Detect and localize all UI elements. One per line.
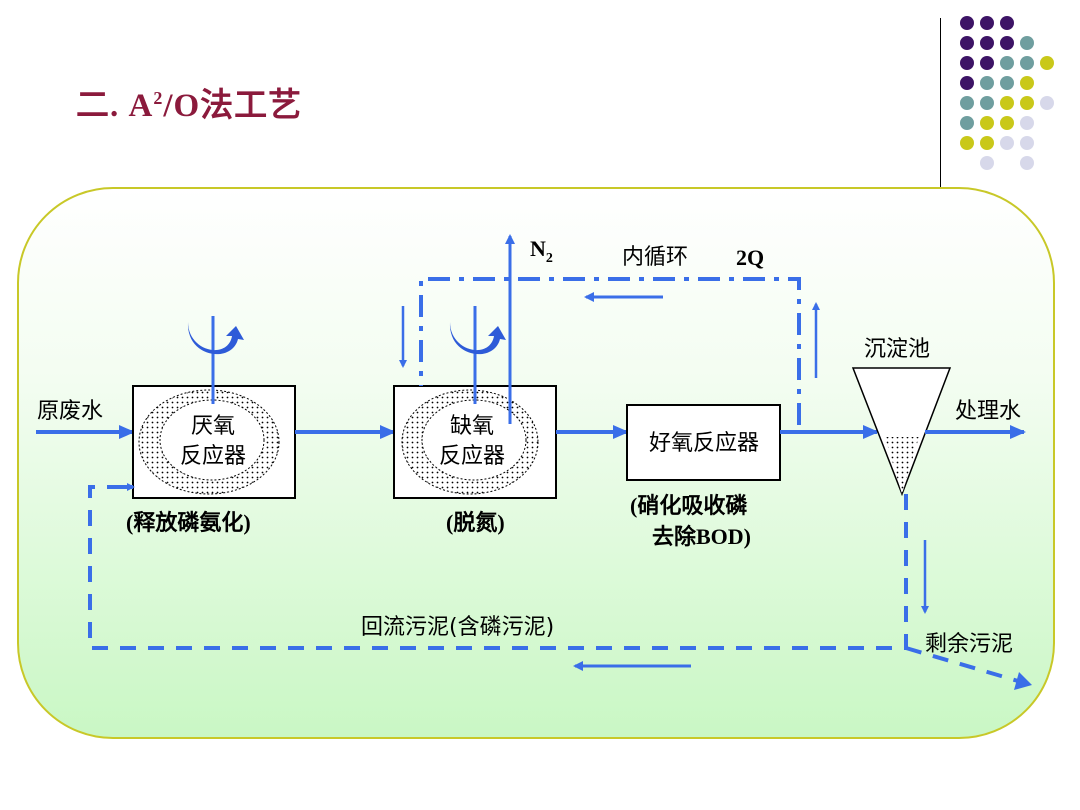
mixer-icon [187, 316, 244, 404]
decorative-dot [1000, 56, 1014, 70]
raw-water-label: 原废水 [37, 399, 103, 424]
decorative-dot [980, 96, 994, 110]
anaerobic-label-line2: 反应器 [180, 444, 246, 469]
anaerobic-caption: (释放磷氨化) [126, 510, 251, 535]
decorative-dot [980, 156, 994, 170]
decorative-dot [960, 116, 974, 130]
excess-sludge-line [905, 646, 1019, 683]
decorative-dot [960, 16, 974, 30]
decorative-dot [980, 56, 994, 70]
aerobic-reactor: 好氧反应器 [626, 404, 781, 481]
decorative-dot [960, 136, 974, 150]
anoxic-label-line2: 反应器 [439, 444, 505, 469]
internal-recycle-label: 内循环 [622, 245, 688, 270]
internal-recycle-line [419, 277, 801, 425]
decorative-dot [960, 96, 974, 110]
decorative-dot [1000, 36, 1014, 50]
decorative-dot [960, 76, 974, 90]
aerobic-label: 好氧反应器 [649, 431, 759, 456]
decorative-dot [960, 36, 974, 50]
decorative-dot-grid [960, 16, 1060, 176]
internal-recycle-rate: 2Q [736, 245, 764, 270]
mixer-icon [449, 306, 506, 404]
decorative-dot [980, 16, 994, 30]
title-suffix: /O法工艺 [163, 88, 303, 124]
decorative-dot [1000, 116, 1014, 130]
decorative-dot [1000, 136, 1014, 150]
decorative-dot [1020, 76, 1034, 90]
decorative-dot [1020, 36, 1034, 50]
decorative-dot [1040, 96, 1054, 110]
decorative-dot [980, 76, 994, 90]
title-prefix: 二. A [76, 88, 154, 124]
anoxic-label-line1: 缺氧 [450, 414, 494, 439]
decorative-dot [1020, 136, 1034, 150]
anoxic-reactor: 缺氧 反应器 [393, 385, 557, 499]
decorative-dot [1000, 16, 1014, 30]
return-sludge-label: 回流污泥(含磷污泥) [361, 615, 554, 640]
slide-title: 二. A2/O法工艺 [76, 78, 302, 126]
decorative-dot [1020, 56, 1034, 70]
decorative-dot [1020, 96, 1034, 110]
decorative-dot [1020, 116, 1034, 130]
n2-label: N2 [530, 236, 553, 266]
decorative-dot [1040, 56, 1054, 70]
aerobic-caption-line2: 去除BOD) [652, 524, 751, 549]
decorative-dot [1000, 76, 1014, 90]
excess-sludge-arrowhead [1014, 672, 1032, 690]
anaerobic-label-line1: 厌氧 [191, 414, 235, 439]
decorative-dot [980, 36, 994, 50]
treated-water-label: 处理水 [955, 399, 1021, 424]
decorative-dot [960, 56, 974, 70]
anaerobic-reactor: 厌氧 反应器 [132, 385, 296, 499]
decorative-vertical-rule [940, 18, 941, 188]
anoxic-caption: (脱氮) [446, 510, 505, 535]
decorative-dot [1000, 96, 1014, 110]
aerobic-caption-line1: (硝化吸收磷 [630, 493, 747, 518]
decorative-dot [1020, 156, 1034, 170]
excess-sludge-label: 剩余污泥 [925, 632, 1013, 657]
title-superscript: 2 [153, 88, 164, 108]
decorative-dot [980, 136, 994, 150]
decorative-dot [980, 116, 994, 130]
clarifier-label: 沉淀池 [864, 337, 930, 362]
